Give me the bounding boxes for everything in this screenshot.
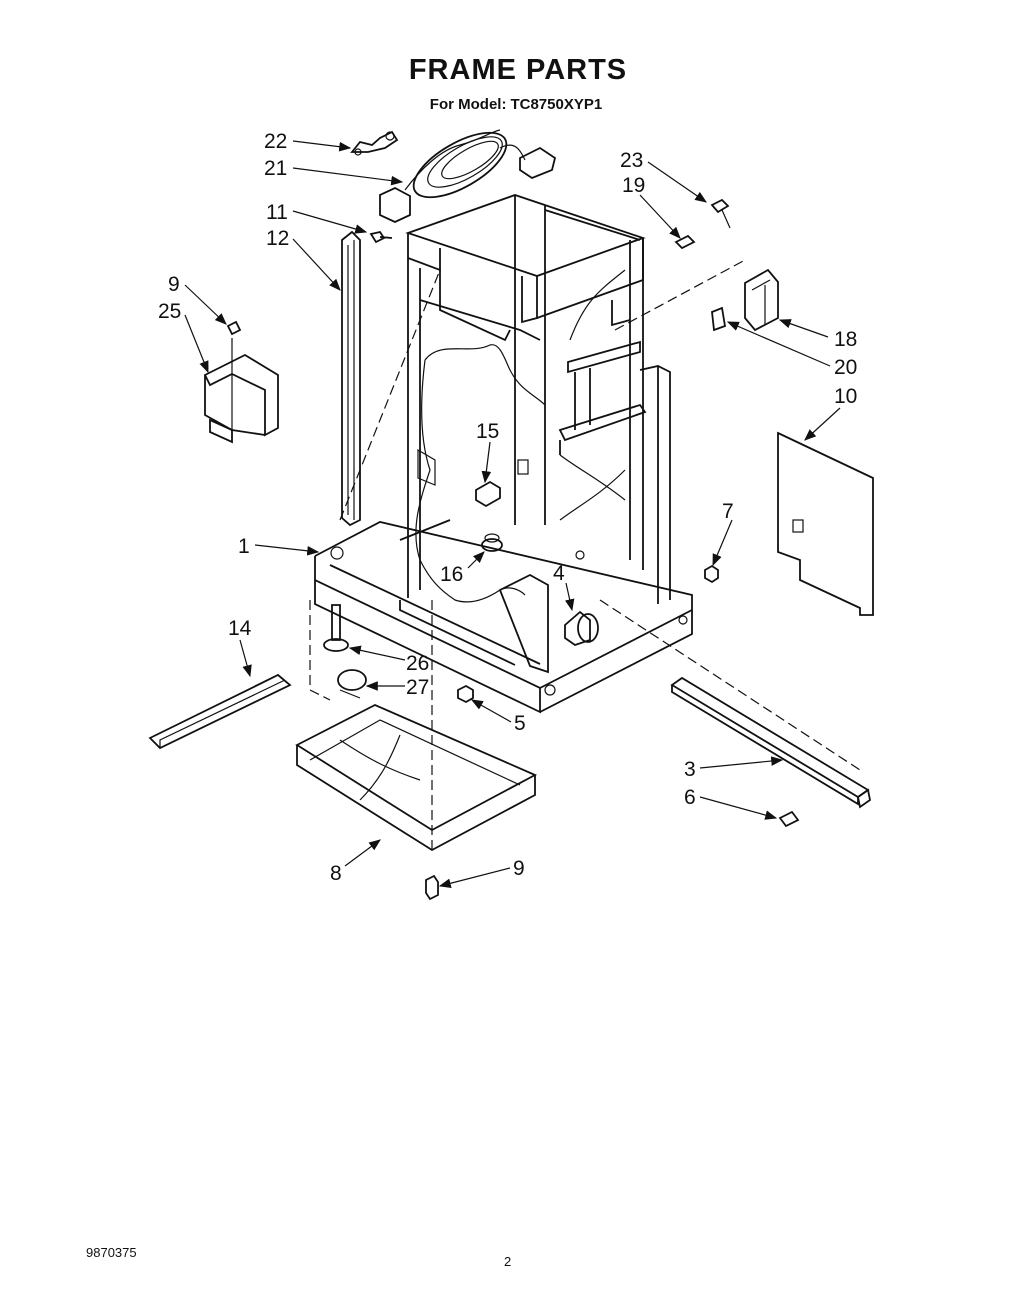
bottom-pan [295,704,538,852]
screw-11 [369,230,393,244]
side-panel [777,431,874,616]
door-rail [670,676,871,809]
callout-7: 7 [722,500,734,523]
callout-23: 23 [620,149,643,172]
callout-26: 26 [406,652,429,675]
power-cord [379,129,557,223]
callout-25: 25 [158,300,181,323]
leader-lines [184,140,841,888]
callout-3: 3 [684,758,696,781]
page-number: 2 [504,1254,512,1269]
leg-clip [337,669,367,699]
screw-23 [710,198,731,229]
leveling-leg [323,604,349,652]
nut-5 [457,684,474,704]
callout-20: 20 [834,356,857,379]
thermostat [564,610,599,646]
switch-plate [711,306,727,332]
door-switch [744,268,779,332]
callout-22: 22 [264,130,287,153]
callout-4: 4 [553,562,565,585]
cover-bracket [203,320,279,444]
screw-9-bottom [425,874,439,901]
callout-12: 12 [266,227,289,250]
callout-8: 8 [330,862,342,885]
callout-9-top: 9 [168,273,180,296]
callout-19: 19 [622,174,645,197]
screw-6 [778,810,800,828]
model-number: TC8750XYP1 [510,96,603,113]
nut-7 [704,564,719,584]
callout-labels: 22 21 11 12 9 25 1 15 16 4 7 10 23 19 18… [158,130,857,885]
callout-11: 11 [266,201,288,224]
callout-27: 27 [406,676,429,699]
door-seal-strip [341,230,361,527]
callout-10: 10 [834,385,857,408]
callout-15: 15 [476,420,499,443]
document-number: 9870375 [86,1245,137,1260]
callout-18: 18 [834,328,857,351]
callout-5: 5 [514,712,526,735]
callout-14: 14 [228,617,252,640]
callout-1: 1 [238,535,250,558]
model-subtitle: For Model:TC8750XYP1 [0,96,1036,113]
callout-21: 21 [264,157,287,180]
callout-9-bottom: 9 [513,857,525,880]
screw-19 [674,234,696,250]
page-title: FRAME PARTS [408,54,628,86]
toe-strip [148,673,292,750]
bumper [481,533,503,552]
callout-6: 6 [684,786,696,809]
float-switch [475,480,501,508]
callout-16: 16 [440,563,463,586]
model-prefix: For Model: [429,96,507,113]
cabinet-frame [309,194,861,852]
